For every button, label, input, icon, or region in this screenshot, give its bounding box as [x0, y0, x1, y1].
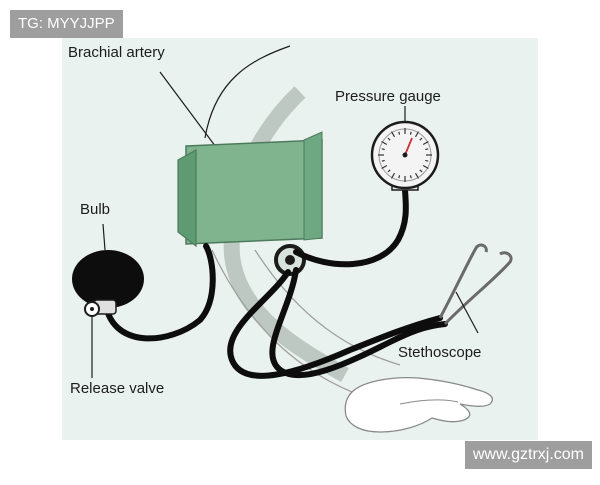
gauge-tick: [419, 169, 423, 173]
label-brachial-artery: Brachial artery: [68, 44, 165, 61]
gauge-tick: [425, 159, 429, 162]
hand: [344, 376, 493, 433]
gauge-tick: [409, 175, 412, 179]
release-valve: [84, 301, 100, 317]
gauge-tick: [390, 172, 396, 179]
gauge-tick: [419, 137, 423, 141]
gauge-tick: [390, 131, 396, 138]
gauge-tick: [387, 169, 391, 173]
watermark-top-left: TG: MYYJJPP: [10, 10, 123, 38]
gauge-tick: [387, 137, 391, 141]
brachial-artery-curve: [204, 45, 291, 139]
gauge-tick: [381, 140, 388, 146]
gauge-tick: [398, 131, 401, 135]
label-release-valve: Release valve: [70, 380, 164, 397]
gauge-tick: [381, 164, 388, 170]
bulb-leader: [102, 223, 106, 251]
pressure-gauge: [370, 120, 440, 191]
tubing: [102, 187, 448, 379]
gauge-tick: [414, 131, 420, 138]
label-bulb: Bulb: [80, 201, 110, 218]
arm: [211, 86, 493, 433]
gauge-tick: [398, 175, 401, 179]
gauge-tick: [422, 140, 429, 146]
gauge-tick: [422, 164, 429, 170]
gauge-tick: [381, 159, 385, 162]
cuff: [177, 131, 323, 248]
gauge-tick: [381, 148, 385, 151]
watermark-bottom-right: www.gztrxj.com: [464, 441, 592, 469]
gauge-tick: [414, 172, 420, 179]
label-stethoscope: Stethoscope: [398, 344, 481, 361]
label-pressure-gauge: Pressure gauge: [335, 88, 441, 105]
gauge-tick: [409, 131, 412, 135]
gauge-tick: [425, 148, 429, 151]
stethoscope-leader: [455, 291, 479, 334]
